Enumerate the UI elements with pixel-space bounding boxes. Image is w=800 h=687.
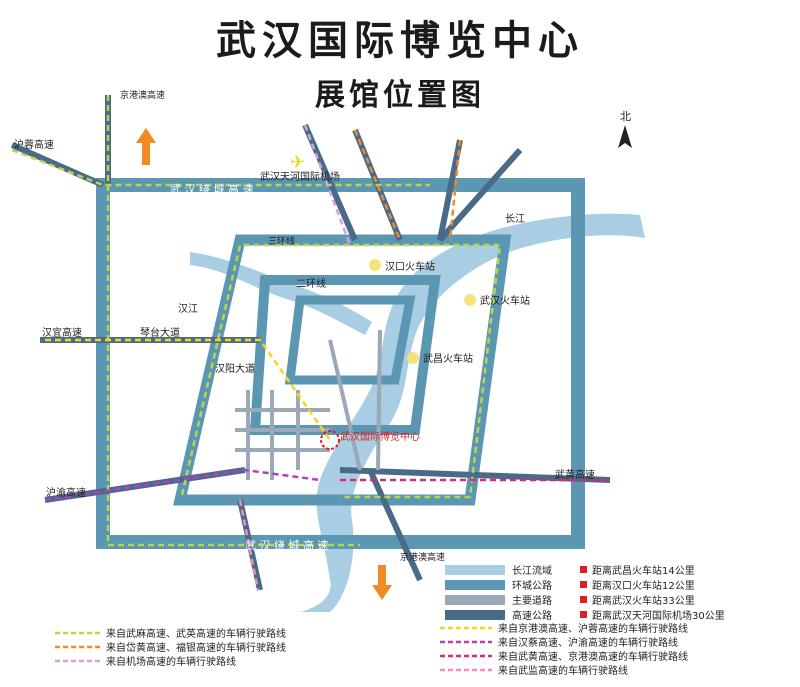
compass: 北 [618,110,632,148]
legend-ring: 环城公路 [512,579,552,592]
route-wuma: 来自武麻高速、武英高速的车辆行驶路线 [106,627,286,640]
hankou-station-label: 汉口火车站 [385,260,435,273]
wuchang-station-marker [407,352,419,364]
yangtze-river [300,213,645,613]
route-daihuang: 来自岱黄高速、福银高速的车辆行驶路线 [106,641,286,654]
wuhuang-label: 武黄高速 [555,468,595,481]
route-airport: 来自机场高速的车辆行驶路线 [106,655,236,668]
airplane-icon: ✈ [290,152,305,173]
huyu-label: 沪渝高速 [46,486,86,499]
jinggang-south-label: 京港澳高速 [400,551,445,563]
south-arrow-orange [372,565,392,600]
hanjiang-label: 汉江 [178,303,198,315]
distance-hankou: 距离汉口火车站12公里 [592,579,695,592]
legend-road-types: 长江流域 环城公路 主要道路 高速公路 [445,564,552,622]
map-title: 武汉国际博览中心 [216,18,584,64]
inner-ring-road [284,295,416,385]
hankou-station-marker [369,259,381,271]
map-subtitle: 展馆位置图 [315,78,485,113]
legend-main: 主要道路 [512,594,552,607]
legend-river: 长江流域 [512,564,552,577]
hanyang-ave-label: 汉阳大道 [215,362,255,375]
distance-airport: 距离武汉天河国际机场30公里 [592,609,725,622]
jinggang-north-label: 京港澳高速 [120,89,165,101]
wuhan-station-label: 武汉火车站 [480,294,530,307]
airport-label: 武汉天河国际机场 [260,170,340,183]
route-hancai-huyu: 来自汉蔡高速、沪渝高速的车辆行驶路线 [498,636,678,649]
compass-label: 北 [620,110,631,123]
qintai-ave-label: 琴台大道 [140,326,180,339]
yangtze-label: 长江 [505,213,525,225]
ring3-label: 三环线 [268,235,295,247]
legend-routes-left: 来自武麻高速、武英高速的车辆行驶路线 来自岱黄高速、福银高速的车辆行驶路线 来自… [55,627,286,668]
distance-wuhan: 距离武汉火车站33公里 [592,594,695,607]
route-jinggang-hurong: 来自京港澳高速、沪蓉高速的车辆行驶路线 [498,622,688,635]
north-arrow-orange [136,128,156,165]
legend-highway: 高速公路 [512,609,552,622]
route-wujian: 来自武监高速的车辆行驶路线 [498,664,628,677]
wuhan-station-marker [464,294,476,306]
second-ring-road [249,275,441,435]
venue-label: 武汉国际博览中心 [340,430,420,443]
distance-wuchang: 距离武昌火车站14公里 [592,564,695,577]
ring-label-top: 武 汉 绕 城 高 速 [170,182,253,196]
route-wuhuang-jinggang: 来自武黄高速、京港澳高速的车辆行驶路线 [498,650,688,663]
hanyi-label: 汉宜高速 [42,326,82,339]
route-lines [11,95,610,591]
hurong-label: 沪蓉高速 [14,138,54,151]
legend-routes-right: 来自京港澳高速、沪蓉高速的车辆行驶路线 来自汉蔡高速、沪渝高速的车辆行驶路线 来… [440,622,688,677]
ring2-label: 二环线 [296,277,326,290]
wuchang-station-label: 武昌火车站 [423,352,473,365]
ring-label-bottom: 武 汉 绕 城 高 速 [245,538,328,552]
main-roads [235,329,382,480]
legend-distances: 距离武昌火车站14公里 距离汉口火车站12公里 距离武汉火车站33公里 距离武汉… [580,564,725,622]
venue-marker [320,430,340,450]
